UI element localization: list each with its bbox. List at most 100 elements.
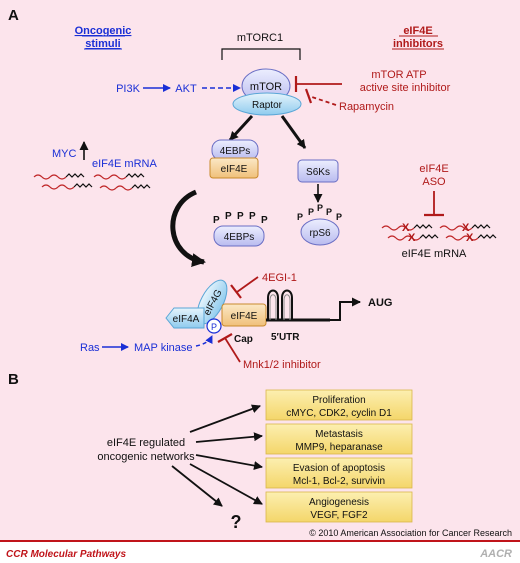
network-label-line1: eIF4E regulated xyxy=(107,437,185,449)
pi3k-label: PI3K xyxy=(116,83,141,95)
rapamycin-line xyxy=(308,95,337,106)
aug-label: AUG xyxy=(368,297,392,309)
mrna-x-3: X xyxy=(408,232,416,244)
4ebp-p3: P xyxy=(237,211,244,222)
4ebps-label: 4EBPs xyxy=(220,146,251,157)
aacr-logo: AACR xyxy=(479,548,512,560)
eif4e-mrna-target-label: eIF4E mRNA xyxy=(402,248,467,260)
mnk-inhibitor-label: Mnk1/2 inhibitor xyxy=(243,359,321,371)
4egi1-line xyxy=(236,276,259,293)
eif4g-node: eIF4G xyxy=(196,279,228,325)
cap-label: Cap xyxy=(234,334,253,345)
4ebps-free-label: 4EBPs xyxy=(224,232,255,243)
mtor-atp-inhibitor-line2: active site inhibitor xyxy=(360,82,451,94)
hairpin-2-inner xyxy=(283,294,291,320)
4ebps-free-node xyxy=(213,225,265,247)
metastasis-box: Metastasis MMP9, heparanase xyxy=(265,423,413,455)
oncogenic-stimuli-line1: Oncogenic xyxy=(75,25,132,37)
eif4e-bound-label: eIF4E xyxy=(221,164,248,175)
oncogenic-stimuli-line2: stimuli xyxy=(85,38,120,50)
aug-arrow xyxy=(330,297,361,321)
apoptosis-detail: Mcl-1, Bcl-2, survivin xyxy=(293,476,385,487)
mtor-label: mTOR xyxy=(250,81,282,93)
release-curved-arrow xyxy=(170,189,206,268)
unknown-question-mark: ? xyxy=(231,512,242,532)
angiogenesis-box: Angiogenesis VEGF, FGF2 xyxy=(265,491,413,523)
akt-label: AKT xyxy=(175,83,197,95)
mtor-atp-inhibitor-line1: mTOR ATP xyxy=(371,69,426,81)
eif4a-label: eIF4A xyxy=(173,314,200,325)
network-arrow-angiogenesis xyxy=(189,463,263,505)
rps6-p2: P xyxy=(317,203,323,213)
copyright-notice: © 2010 American Association for Cancer R… xyxy=(309,528,512,538)
angiogenesis-detail: VEGF, FGF2 xyxy=(310,510,368,521)
mrna-squiggles-left xyxy=(33,173,151,191)
ras-label: Ras xyxy=(80,342,100,354)
raptor-label: Raptor xyxy=(252,100,283,111)
mnk-inhibit-bar xyxy=(217,333,233,343)
mrna-x-1: X xyxy=(402,222,410,234)
myc-label: MYC xyxy=(52,148,77,160)
journal-name: CCR Molecular Pathways xyxy=(6,549,126,560)
mtorc1-bracket xyxy=(221,48,301,60)
4ebp-p1: P xyxy=(213,215,220,226)
mtor-s6k-arrow xyxy=(280,115,307,149)
eif4e-cap-node xyxy=(221,303,267,327)
s6ks-label: S6Ks xyxy=(306,167,330,178)
utr-label: 5′UTR xyxy=(271,332,300,343)
proliferation-box: Proliferation cMYC, CDK2, cyclin D1 xyxy=(265,389,413,421)
proliferation-detail: cMYC, CDK2, cyclin D1 xyxy=(286,408,392,419)
hairpin-1-inner xyxy=(269,294,277,320)
eif4e-bound-node xyxy=(209,157,259,179)
eif4e-cap-label: eIF4E xyxy=(231,311,258,322)
network-arrow-apoptosis xyxy=(195,454,263,470)
phospho-site-circle xyxy=(206,318,222,334)
mrna-x-4: X xyxy=(466,232,474,244)
rps6-node xyxy=(300,218,340,246)
rps6-p1: P xyxy=(308,207,314,217)
mrna-squiggles-right xyxy=(381,224,497,241)
eif4e-mrna-up-label: eIF4E mRNA xyxy=(92,158,157,170)
mnk-inhibit-line xyxy=(224,337,241,363)
aso-label-line1: eIF4E xyxy=(419,163,448,175)
raptor-node xyxy=(232,92,302,116)
mtor-4ebp-arrow xyxy=(228,114,254,142)
footer-bar xyxy=(0,541,520,563)
angiogenesis-title: Angiogenesis xyxy=(309,497,369,508)
hairpin-1 xyxy=(267,289,279,320)
map-kinase-label: MAP kinase xyxy=(134,342,193,354)
4ebp-p5: P xyxy=(261,215,268,226)
mapk-phospho-arrow xyxy=(195,335,213,347)
rps6-p5: P xyxy=(336,212,342,222)
metastasis-title: Metastasis xyxy=(315,429,363,440)
rps6-p4: P xyxy=(297,212,303,222)
network-arrow-proliferation xyxy=(189,404,261,433)
rps6-label: rpS6 xyxy=(309,228,331,239)
s6ks-node xyxy=(297,159,339,183)
4egi1-label: 4EGI-1 xyxy=(262,272,297,284)
network-arrow-unknown xyxy=(171,465,223,507)
panel-b-label: B xyxy=(8,371,19,388)
apoptosis-title: Evasion of apoptosis xyxy=(293,463,385,474)
inhibitors-title-line2: inhibitors xyxy=(393,38,443,50)
4ebp-p2: P xyxy=(225,211,232,222)
eif4a-node xyxy=(165,307,205,329)
network-label-line2: oncogenic networks xyxy=(97,451,195,463)
proliferation-title: Proliferation xyxy=(312,395,365,406)
rapamycin-label: Rapamycin xyxy=(339,101,394,113)
rps6-p3: P xyxy=(326,207,332,217)
mrna-x-2: X xyxy=(462,222,470,234)
metastasis-detail: MMP9, heparanase xyxy=(295,442,383,453)
aso-label-line2: ASO xyxy=(422,176,446,188)
mtorc1-label: mTORC1 xyxy=(237,32,283,44)
rapamycin-bar xyxy=(304,88,313,104)
phospho-site-label: P xyxy=(211,322,217,332)
4ebp-p4: P xyxy=(249,211,256,222)
panel-a-label: A xyxy=(8,7,19,24)
4egi1-bar xyxy=(230,284,242,299)
hairpin-2 xyxy=(281,289,293,320)
apoptosis-box: Evasion of apoptosis Mcl-1, Bcl-2, survi… xyxy=(265,457,413,489)
inhibitors-title-line1: eIF4E xyxy=(403,25,432,37)
network-arrow-metastasis xyxy=(195,432,263,443)
